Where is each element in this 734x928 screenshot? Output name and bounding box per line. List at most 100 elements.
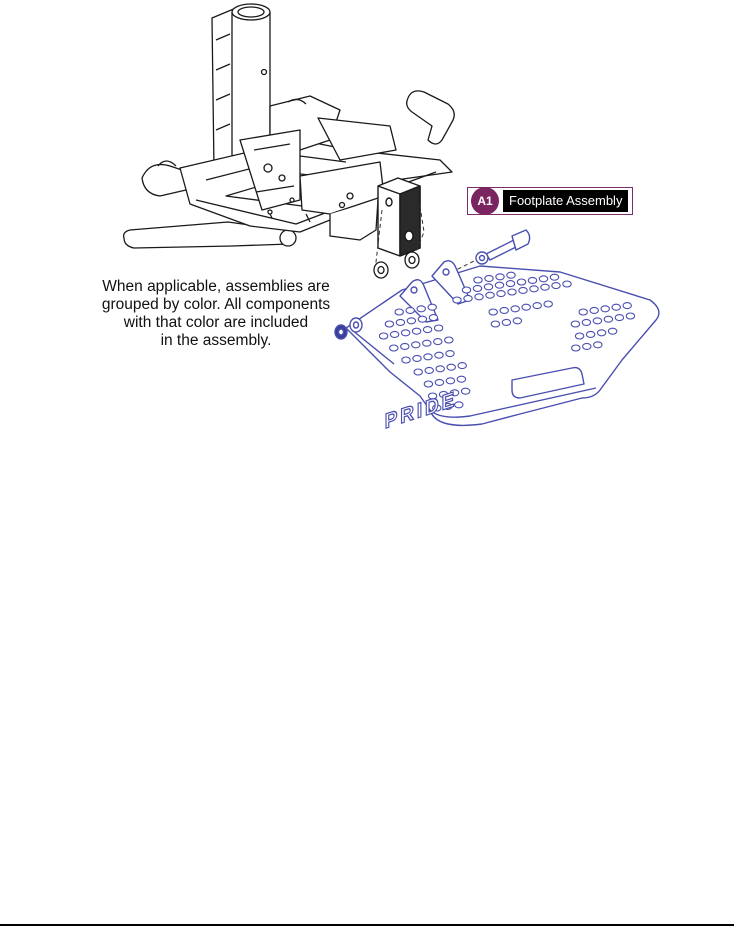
perforation-hole [495,273,505,281]
perforation-hole [452,296,462,304]
perforation-hole [411,341,421,349]
perforation-hole [582,342,592,350]
perforation-hole [433,324,444,332]
perforation-hole [571,344,581,352]
perforation-hole [438,390,449,398]
perforation-hole [603,315,614,323]
perforation-hole [570,320,581,328]
perforation-hole [527,276,538,284]
perforation-hole [401,356,411,364]
perforation-hole [449,389,460,397]
perforation-hole [611,303,621,311]
perforation-hole [428,314,439,322]
perforation-hole [499,306,509,314]
perforation-hole [551,282,561,290]
note-line: with that color are included [123,314,309,331]
perforation-hole [600,305,610,313]
perforation-hole [422,339,432,347]
perforation-hole [446,363,456,371]
perforation-hole [413,368,423,376]
perforation-hole [432,404,442,412]
perforation-hole [472,284,483,292]
perforation-hole [416,305,426,313]
perforation-hole [456,375,467,383]
perforation-hole [593,341,603,349]
perforation-hole [460,387,471,395]
perforation-hole [412,354,422,362]
perforation-hole [521,303,531,311]
perforation-hole [490,320,501,328]
perforation-hole [549,273,560,281]
assembly-name-label: Footplate Assembly [503,190,629,212]
perforation-hole [625,312,636,320]
footplate-receiver-block [377,177,421,257]
perforation-hole [532,302,542,310]
perforation-hole [485,291,495,299]
perforation-hole [445,350,455,358]
perforation-hole [529,285,539,293]
perforation-hole [607,327,618,335]
perforation-hole [454,401,464,409]
perforation-hole [589,306,599,314]
perforation-hole [443,402,453,410]
perforation-hole [461,286,472,294]
perforation-hole [581,318,592,326]
footplate-assembly-callout: A1 Footplate Assembly [467,187,633,215]
perforation-hole [510,305,520,313]
perforation-hole [585,330,596,338]
receiver-washers [373,251,420,279]
perforation-hole [433,338,443,346]
perforation-hole [501,318,512,326]
perforation-hole [395,318,406,326]
perforation-hole [596,329,607,337]
perforation-hole [483,283,494,291]
perforation-hole [496,290,506,298]
perforation-hole [578,308,588,316]
perforation-hole [488,308,498,316]
perforation-hole [512,317,523,325]
perforation-hole [422,326,433,334]
note-line: grouped by color. All components [101,296,331,313]
perforation-hole [434,351,444,359]
perforation-hole [411,327,422,335]
perforation-hole [538,275,549,283]
perforation-hole [406,317,417,325]
perforation-hole [427,392,438,400]
perforation-hole [562,280,572,288]
perforation-hole [494,281,505,289]
page-bottom-rule [0,924,734,926]
perforation-hole [474,293,484,301]
perforation-hole [457,362,467,370]
perforation-hole [423,380,434,388]
base-frame [122,90,455,249]
perforation-hole [614,314,625,322]
perforation-hole [540,283,550,291]
perforation-hole [518,286,528,294]
perforation-hole [473,276,483,284]
perforation-hole [400,329,411,337]
perforation-hole [574,332,585,340]
perforation-hole [445,377,456,385]
perforation-hole [424,366,434,374]
perforation-hole [423,353,433,361]
perforation-hole [622,302,632,310]
perforation-hole [505,280,516,288]
exploded-view-diagram: PRIDE [122,3,660,434]
perforation-hole [463,294,473,302]
perforation-hole [506,271,516,279]
perforation-hole [434,378,445,386]
perforation-hole [405,306,415,314]
perforation-hole [389,330,400,338]
perforation-hole [592,317,603,325]
color-grouping-note: When applicable, assemblies are grouped … [80,278,352,350]
perforation-hole [427,303,437,311]
footplate-perforations [378,271,636,412]
perforation-hole [378,332,389,340]
perforation-hole [507,288,517,296]
footplate-assembly-highlight [334,229,660,427]
perforation-hole [435,365,445,373]
assembly-id-badge: A1 [471,187,499,215]
perforation-hole [516,278,527,286]
perforation-hole [543,300,553,308]
